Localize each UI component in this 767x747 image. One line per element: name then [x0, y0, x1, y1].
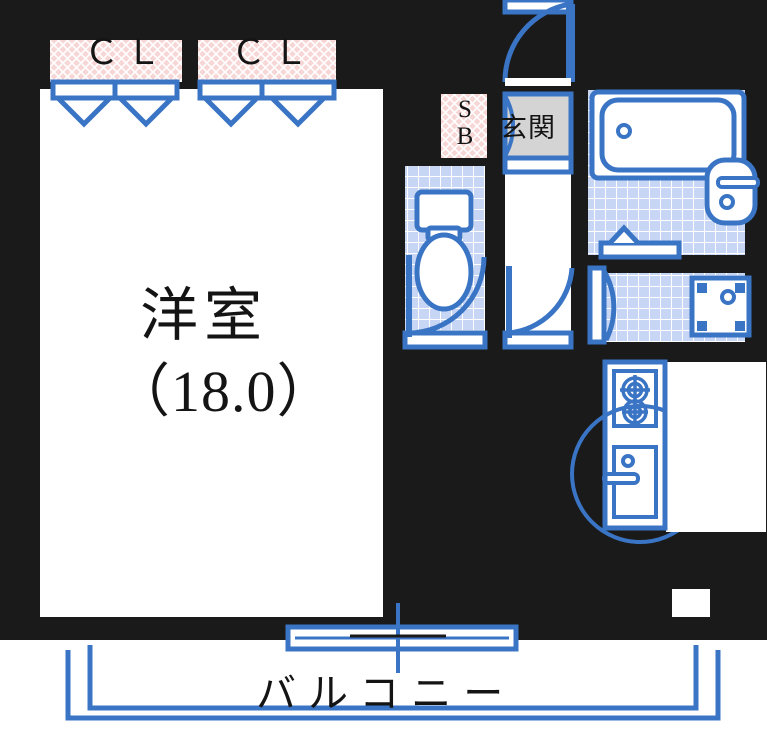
wash-basin-icon	[704, 157, 758, 226]
bathtub-drain-icon	[616, 123, 632, 139]
hall-door-swing	[507, 267, 575, 336]
toilet-bowl-icon	[414, 232, 474, 312]
closet-2-panel-2	[259, 79, 337, 101]
bathtub-icon	[599, 97, 737, 173]
closet-1-label: ＣＬ	[84, 33, 169, 72]
entrance-opening	[505, 78, 571, 86]
toilet-door-swing	[407, 256, 487, 336]
hall-floor	[505, 166, 571, 342]
entrance-inner-swing	[503, 95, 516, 157]
bathroom	[588, 89, 760, 260]
pan-corner-3	[697, 321, 707, 331]
entrance-label: 玄関	[500, 113, 556, 143]
pan-drain-icon	[720, 289, 736, 305]
closet-2-fold-2-icon	[270, 96, 326, 128]
balcony-group	[65, 603, 721, 721]
interior-walls	[383, 78, 767, 362]
sink-faucet-icon	[602, 472, 640, 485]
washroom-door-swing	[601, 269, 617, 342]
hall-door	[502, 330, 574, 350]
hall-door-hinge	[506, 266, 512, 338]
main-room-area	[40, 89, 383, 617]
basin-drain-icon	[719, 194, 735, 210]
bathroom-door-fold-icon	[608, 224, 640, 245]
hall-room	[502, 155, 575, 350]
washroom	[587, 265, 752, 345]
closet-2-fold-1-icon	[203, 96, 259, 128]
closet-1-fill	[50, 40, 182, 82]
balcony-railing-outer	[65, 650, 721, 721]
closet-1-fold-2-icon	[118, 96, 174, 128]
closet-2-fill	[198, 40, 336, 82]
entrance-door-swing	[502, 1, 572, 83]
toilet-door	[402, 330, 488, 350]
kitchen-clear-right	[666, 362, 766, 532]
toilet-room	[402, 166, 488, 350]
toilet-tank-icon	[414, 189, 474, 233]
balcony-railing-inner	[87, 645, 699, 711]
pan-corner-2	[735, 283, 745, 293]
main-room-area-label: （18.0）	[112, 359, 336, 424]
entrance-landing	[505, 96, 571, 156]
bathroom-door	[598, 240, 682, 260]
entrance-door-leaf	[566, 4, 575, 82]
pan-corner-1	[697, 283, 707, 293]
entrance-door-group	[502, 0, 575, 161]
closet-2-panel-1	[197, 79, 265, 101]
entrance-frame	[502, 91, 574, 161]
closet-2-label: ＣＬ	[231, 33, 316, 72]
pan-corner-4	[735, 321, 745, 331]
balcony-label: バルコニー	[256, 671, 516, 716]
kitchen-counter-outline	[602, 359, 668, 531]
washroom-door	[587, 265, 607, 345]
closet-doors	[50, 79, 337, 128]
toilet-door-hinge	[406, 255, 412, 337]
main-room-label: 洋室	[140, 283, 269, 348]
kitchen	[570, 359, 766, 544]
closet-1-panel-2	[112, 79, 180, 101]
shoe-box-fill	[441, 94, 487, 158]
sink-drain-icon	[621, 454, 635, 468]
closet-1-panel-1	[50, 79, 118, 101]
closet-1-fold-1-icon	[56, 96, 112, 128]
basin-faucet-icon	[716, 176, 760, 189]
